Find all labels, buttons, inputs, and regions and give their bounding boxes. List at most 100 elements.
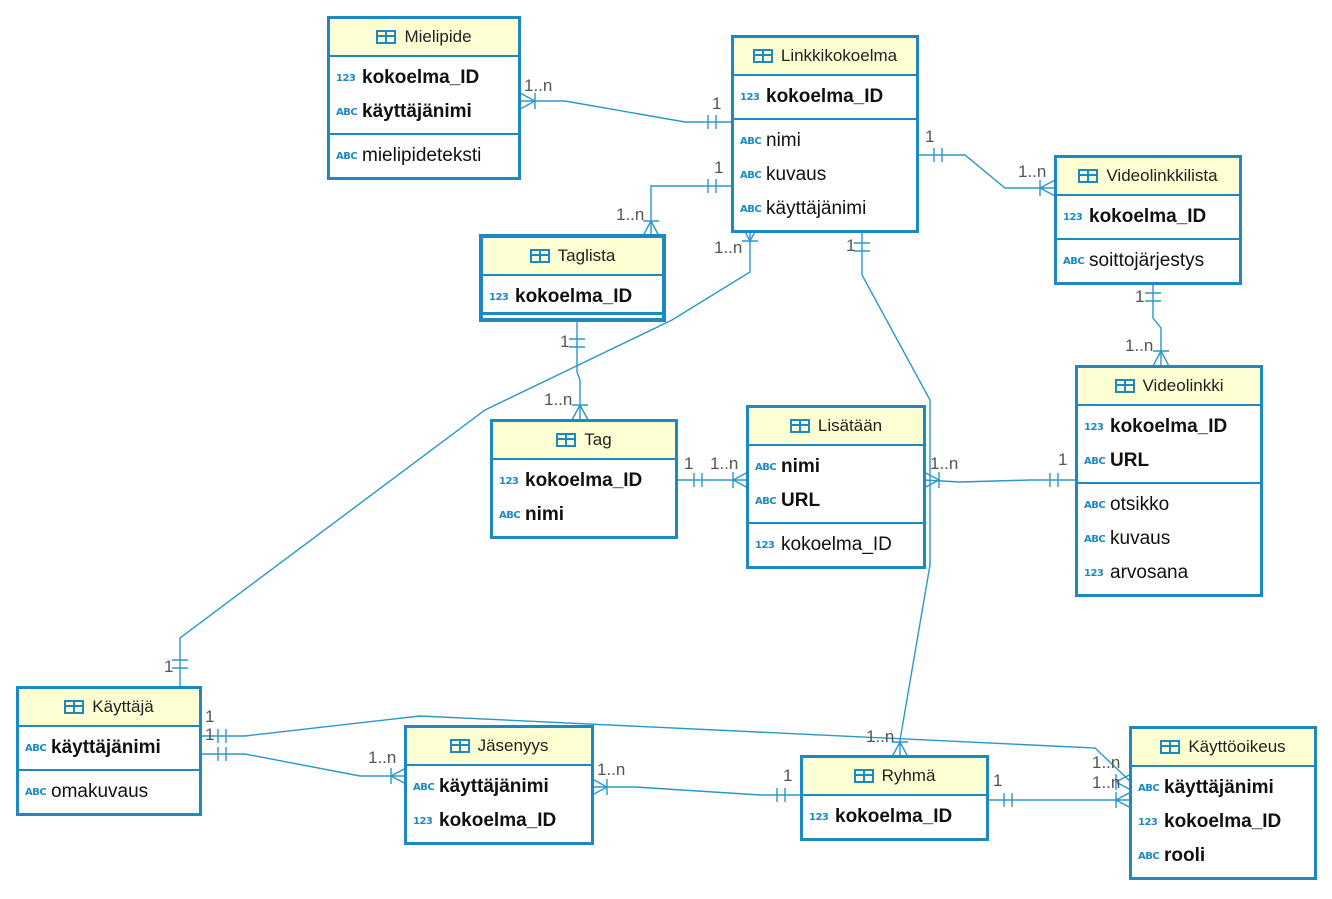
entity-header[interactable]: Taglista [483,238,662,276]
field-label: otsikko [1110,494,1170,515]
text-type-icon: ABC [1138,850,1160,862]
entity-header[interactable]: Lisätään [749,408,923,446]
rel-jasenyys-ryhma [592,786,802,796]
card-label: 1 [560,332,570,351]
text-type-icon: ABC [25,786,47,798]
key-field[interactable]: 123 kokoelma_ID [407,804,591,838]
field-label: kokoelma_ID [439,810,557,831]
card-label: 1..n [368,748,397,767]
field-label: kokoelma_ID [1164,811,1282,832]
card-label: 1..n [1092,773,1121,792]
card-label: 1 [205,707,215,726]
entity-header[interactable]: Käyttöoikeus [1132,729,1314,767]
text-type-icon: ABC [755,495,777,507]
card-label: 1 [783,766,793,785]
entity-header[interactable]: Ryhmä [803,758,986,796]
entity-name: Lisätään [817,416,883,435]
rel-kayttaja-jasenyys [201,753,406,777]
rel-linkkikokoelma-kayttaja [179,226,751,687]
field-label: rooli [1164,845,1206,866]
entity-header[interactable]: Tag [493,422,675,460]
entity-header[interactable]: Mielipide [330,19,518,57]
crowfoot [642,219,660,237]
field-label: käyttäjänimi [1164,777,1274,798]
numeric-type-icon: 123 [809,811,829,823]
card-label: 1 [714,158,724,177]
onebar [776,788,786,802]
table-icon [376,30,397,44]
onebar [217,747,227,761]
text-type-icon: ABC [755,461,777,473]
numeric-type-icon: 123 [499,475,519,487]
entity-header[interactable]: Käyttäjä [19,689,199,727]
numeric-type-icon: 123 [413,815,433,827]
attribute-field[interactable]: ABC otsikko [1078,488,1260,522]
rel-videolinkkilista-videolinkki [1152,276,1162,366]
field-label: kuvaus [1110,528,1171,549]
entity-header[interactable]: Jäsenyys [407,728,591,766]
table-icon [1078,169,1099,183]
entity-header[interactable]: Videolinkkilista [1057,158,1239,196]
entity-header[interactable]: Videolinkki [1078,368,1260,406]
crowfoot [923,471,941,489]
field-label: mielipideteksti [362,145,482,166]
crowfoot [891,740,909,758]
field-label: kokoelma_ID [766,86,884,107]
entity-header[interactable]: Linkkikokoelma [734,38,916,76]
table-icon [853,769,874,783]
crowfoot [591,778,609,796]
card-label: 1..n [714,238,743,257]
text-type-icon: ABC [1084,499,1106,511]
onebar [1145,292,1161,302]
table-icon [1114,379,1135,393]
onebar [693,473,703,487]
card-label: 1 [1058,450,1068,469]
text-type-icon: ABC [740,135,762,147]
card-label: 1 [1135,287,1145,306]
key-field[interactable]: ABC rooli [1132,839,1314,873]
onebar [1003,793,1013,807]
card-label: 1 [684,454,694,473]
table-icon [529,249,550,263]
